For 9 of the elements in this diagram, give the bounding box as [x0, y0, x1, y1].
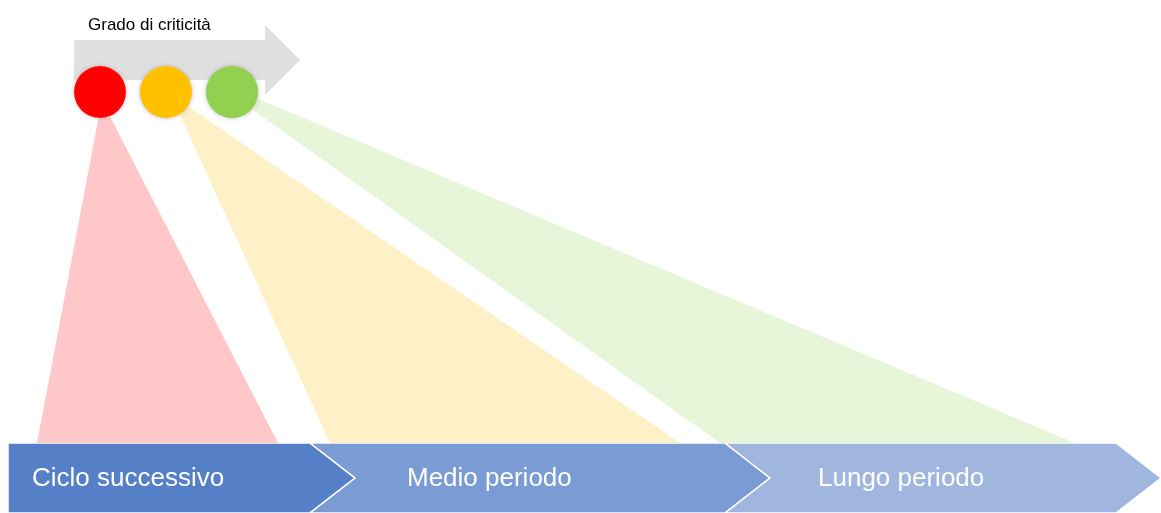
light-beam: [252, 98, 1075, 443]
status-circle: [140, 66, 192, 118]
status-circle: [74, 66, 126, 118]
chevron-step: Ciclo successivo: [8, 443, 355, 513]
light-beam: [37, 116, 278, 443]
chevron-step: Lungo periodo: [725, 443, 1161, 513]
scale-label: Grado di criticità: [88, 14, 211, 36]
light-beam: [179, 106, 680, 443]
status-circle: [206, 66, 258, 118]
